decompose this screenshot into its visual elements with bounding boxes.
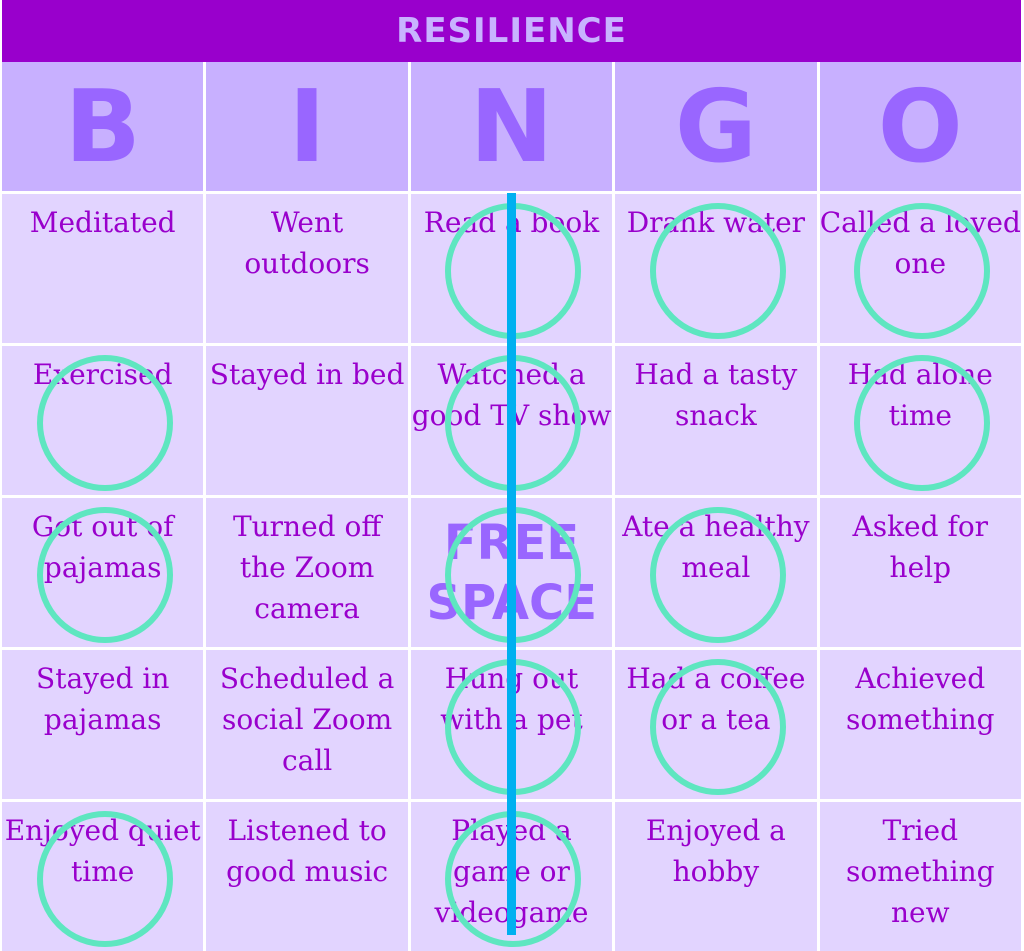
cell-label: Drank water	[626, 206, 806, 239]
cell-label: Ate a healthy meal	[622, 510, 810, 584]
cell-label: Had a coffee or a tea	[626, 662, 806, 736]
cell-label: Meditated	[29, 206, 176, 239]
bingo-cell[interactable]: Asked for help	[819, 498, 1021, 647]
column-header-n: N	[410, 62, 613, 191]
bingo-cell[interactable]: Exercised	[2, 346, 204, 495]
bingo-cell[interactable]: Meditated	[2, 194, 204, 343]
cell-label: Called a loved one	[819, 206, 1021, 280]
bingo-cell[interactable]: Had alone time	[819, 346, 1021, 495]
bingo-cell[interactable]: Stayed in pajamas	[2, 650, 204, 799]
column-header-b: B	[2, 62, 204, 191]
cell-label: Had a tasty snack	[634, 358, 798, 432]
cell-label: Got out of pajamas	[31, 510, 174, 584]
bingo-cell[interactable]: Had a tasty snack	[615, 346, 817, 495]
cell-label: Tried something new	[846, 814, 995, 929]
cell-label: Went outdoors	[244, 206, 370, 280]
board-title: RESILIENCE	[2, 0, 1021, 62]
cell-label: Asked for help	[852, 510, 989, 584]
cell-label: Enjoyed quiet time	[4, 814, 201, 888]
cell-label: Achieved something	[846, 662, 995, 736]
bingo-cell[interactable]: Turned off the Zoom camera	[206, 498, 408, 647]
bingo-cell[interactable]: Had a coffee or a tea	[615, 650, 817, 799]
cell-label: Stayed in bed	[209, 358, 405, 391]
bingo-cell[interactable]: Enjoyed quiet time	[2, 802, 204, 951]
cell-label: Enjoyed a hobby	[645, 814, 786, 888]
bingo-cell[interactable]: Enjoyed a hobby	[615, 802, 817, 951]
cell-label: Had alone time	[847, 358, 993, 432]
bingo-cell[interactable]: Got out of pajamas	[2, 498, 204, 647]
bingo-cell[interactable]: Achieved something	[819, 650, 1021, 799]
bingo-cell[interactable]: Listened to good music	[206, 802, 408, 951]
cell-label: Scheduled a social Zoom call	[219, 662, 395, 777]
bingo-cell[interactable]: Ate a healthy meal	[615, 498, 817, 647]
cell-label: Stayed in pajamas	[36, 662, 170, 736]
winning-line	[507, 193, 516, 935]
column-header-g: G	[615, 62, 817, 191]
bingo-cell[interactable]: Stayed in bed	[206, 346, 408, 495]
cell-label: Exercised	[32, 358, 173, 391]
column-header-o: O	[819, 62, 1021, 191]
cell-label: Turned off the Zoom camera	[232, 510, 382, 625]
bingo-cell[interactable]: Went outdoors	[206, 194, 408, 343]
bingo-cell[interactable]: Tried something new	[819, 802, 1021, 951]
column-header-i: I	[206, 62, 408, 191]
bingo-cell[interactable]: Scheduled a social Zoom call	[206, 650, 408, 799]
bingo-cell[interactable]: Called a loved one	[819, 194, 1021, 343]
cell-label: Listened to good music	[226, 814, 389, 888]
bingo-cell[interactable]: Drank water	[615, 194, 817, 343]
